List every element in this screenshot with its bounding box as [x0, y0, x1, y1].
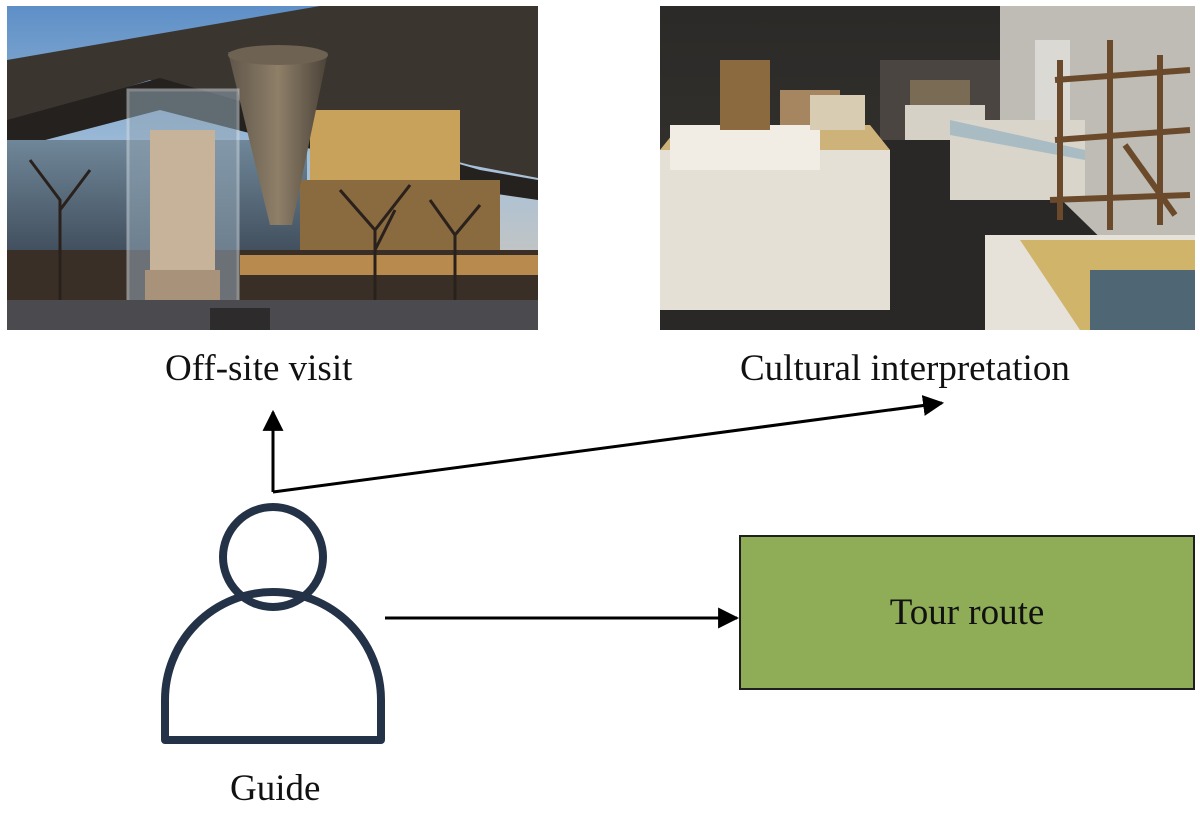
label-guide: Guide	[230, 768, 321, 809]
person-icon	[161, 503, 385, 744]
label-offsite-visit: Off-site visit	[165, 348, 353, 389]
person-body	[161, 588, 385, 744]
arrow-to-cultural	[272, 395, 945, 494]
label-cultural-interpretation: Cultural interpretation	[740, 348, 1070, 389]
photo-exhibition-hall	[660, 6, 1195, 330]
tour-route-box-fill	[740, 536, 1194, 689]
tour-route-label: Tour route	[889, 592, 1045, 633]
person-head	[219, 503, 327, 611]
photo-museum-exterior	[7, 6, 538, 330]
tour-route-box: Tour route	[739, 535, 1195, 690]
